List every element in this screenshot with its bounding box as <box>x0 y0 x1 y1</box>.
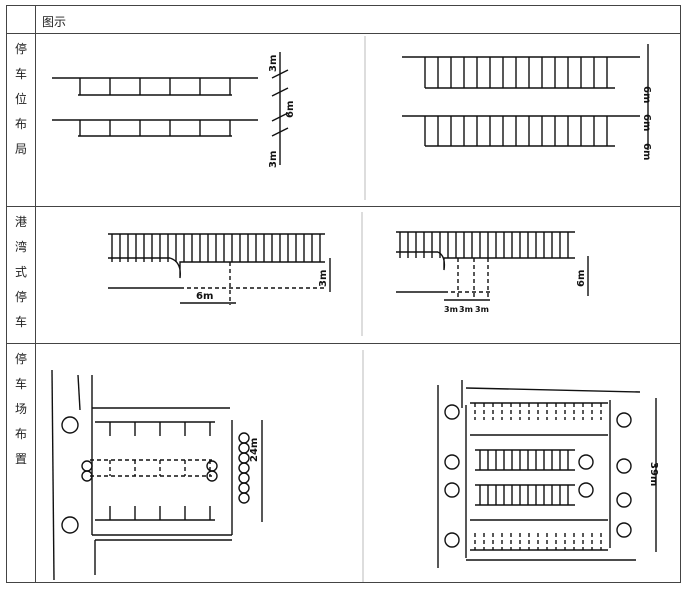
r3-left-parking-lot: 24m <box>51 369 263 581</box>
dim-label: 6m <box>641 86 652 103</box>
illustration-table: 图示 停车位布局 港湾式停车 停车场布置 <box>6 5 681 583</box>
dim-label: 6m <box>641 114 652 131</box>
dim-label: 39m <box>648 462 659 486</box>
dim-label: 3m <box>444 305 458 314</box>
dim-label: 6m <box>641 143 652 160</box>
dim-label: 6m <box>196 291 213 302</box>
r2-left-bay-parking: 6m 3m <box>108 233 331 305</box>
dim-label: 6m <box>576 270 587 287</box>
header-divider <box>7 33 680 34</box>
dim-label: 6m <box>285 101 296 118</box>
row-divider-2 <box>7 343 680 344</box>
r1-left-parallel-stalls: 3m 6m 3m <box>52 52 296 168</box>
header-cell: 图示 <box>42 15 67 29</box>
r2-right-bay-parking: 3m 3m 3m 6m <box>396 231 589 314</box>
label-column-divider <box>35 6 36 582</box>
dim-label: 3m <box>459 305 473 314</box>
dim-label: 3m <box>268 151 279 168</box>
dim-label: 3m <box>318 270 329 287</box>
dim-label: 3m <box>475 305 489 314</box>
r1-right-perpendicular-stalls: 6m 6m 6m <box>402 44 652 160</box>
row-label-parking-layout: 停车位布局 <box>14 42 27 156</box>
dim-label: 3m <box>268 55 279 72</box>
row-label-bay-parking: 港湾式停车 <box>14 215 27 329</box>
dim-label: 24m <box>249 438 260 462</box>
row-divider-1 <box>7 206 680 207</box>
row-label-parking-lot: 停车场布置 <box>14 352 27 466</box>
r3-right-parking-lot: 39m <box>437 380 659 568</box>
